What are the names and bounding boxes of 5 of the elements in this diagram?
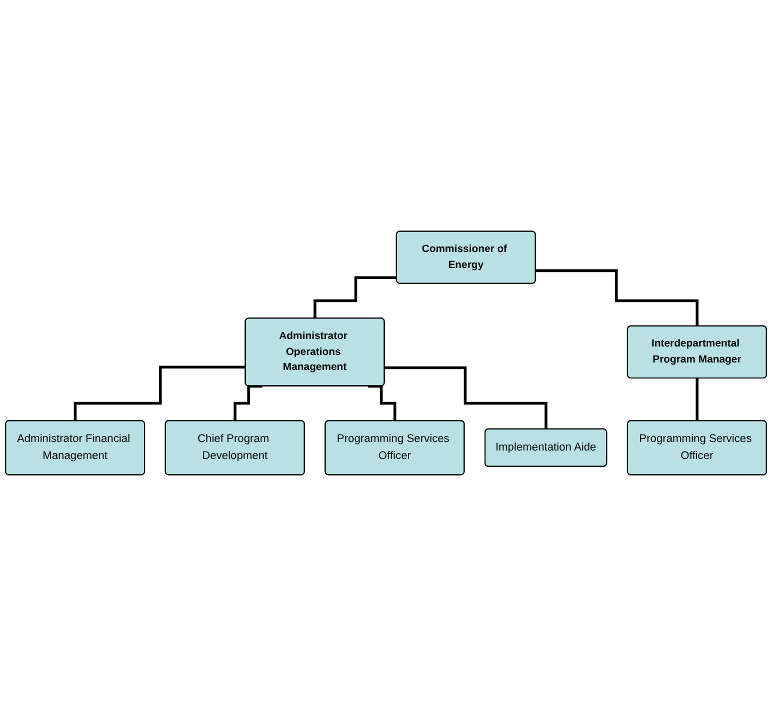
connector bbox=[234, 384, 262, 422]
connector bbox=[696, 376, 699, 422]
connector bbox=[314, 276, 397, 320]
connector bbox=[74, 366, 246, 422]
connector bbox=[368, 384, 396, 422]
